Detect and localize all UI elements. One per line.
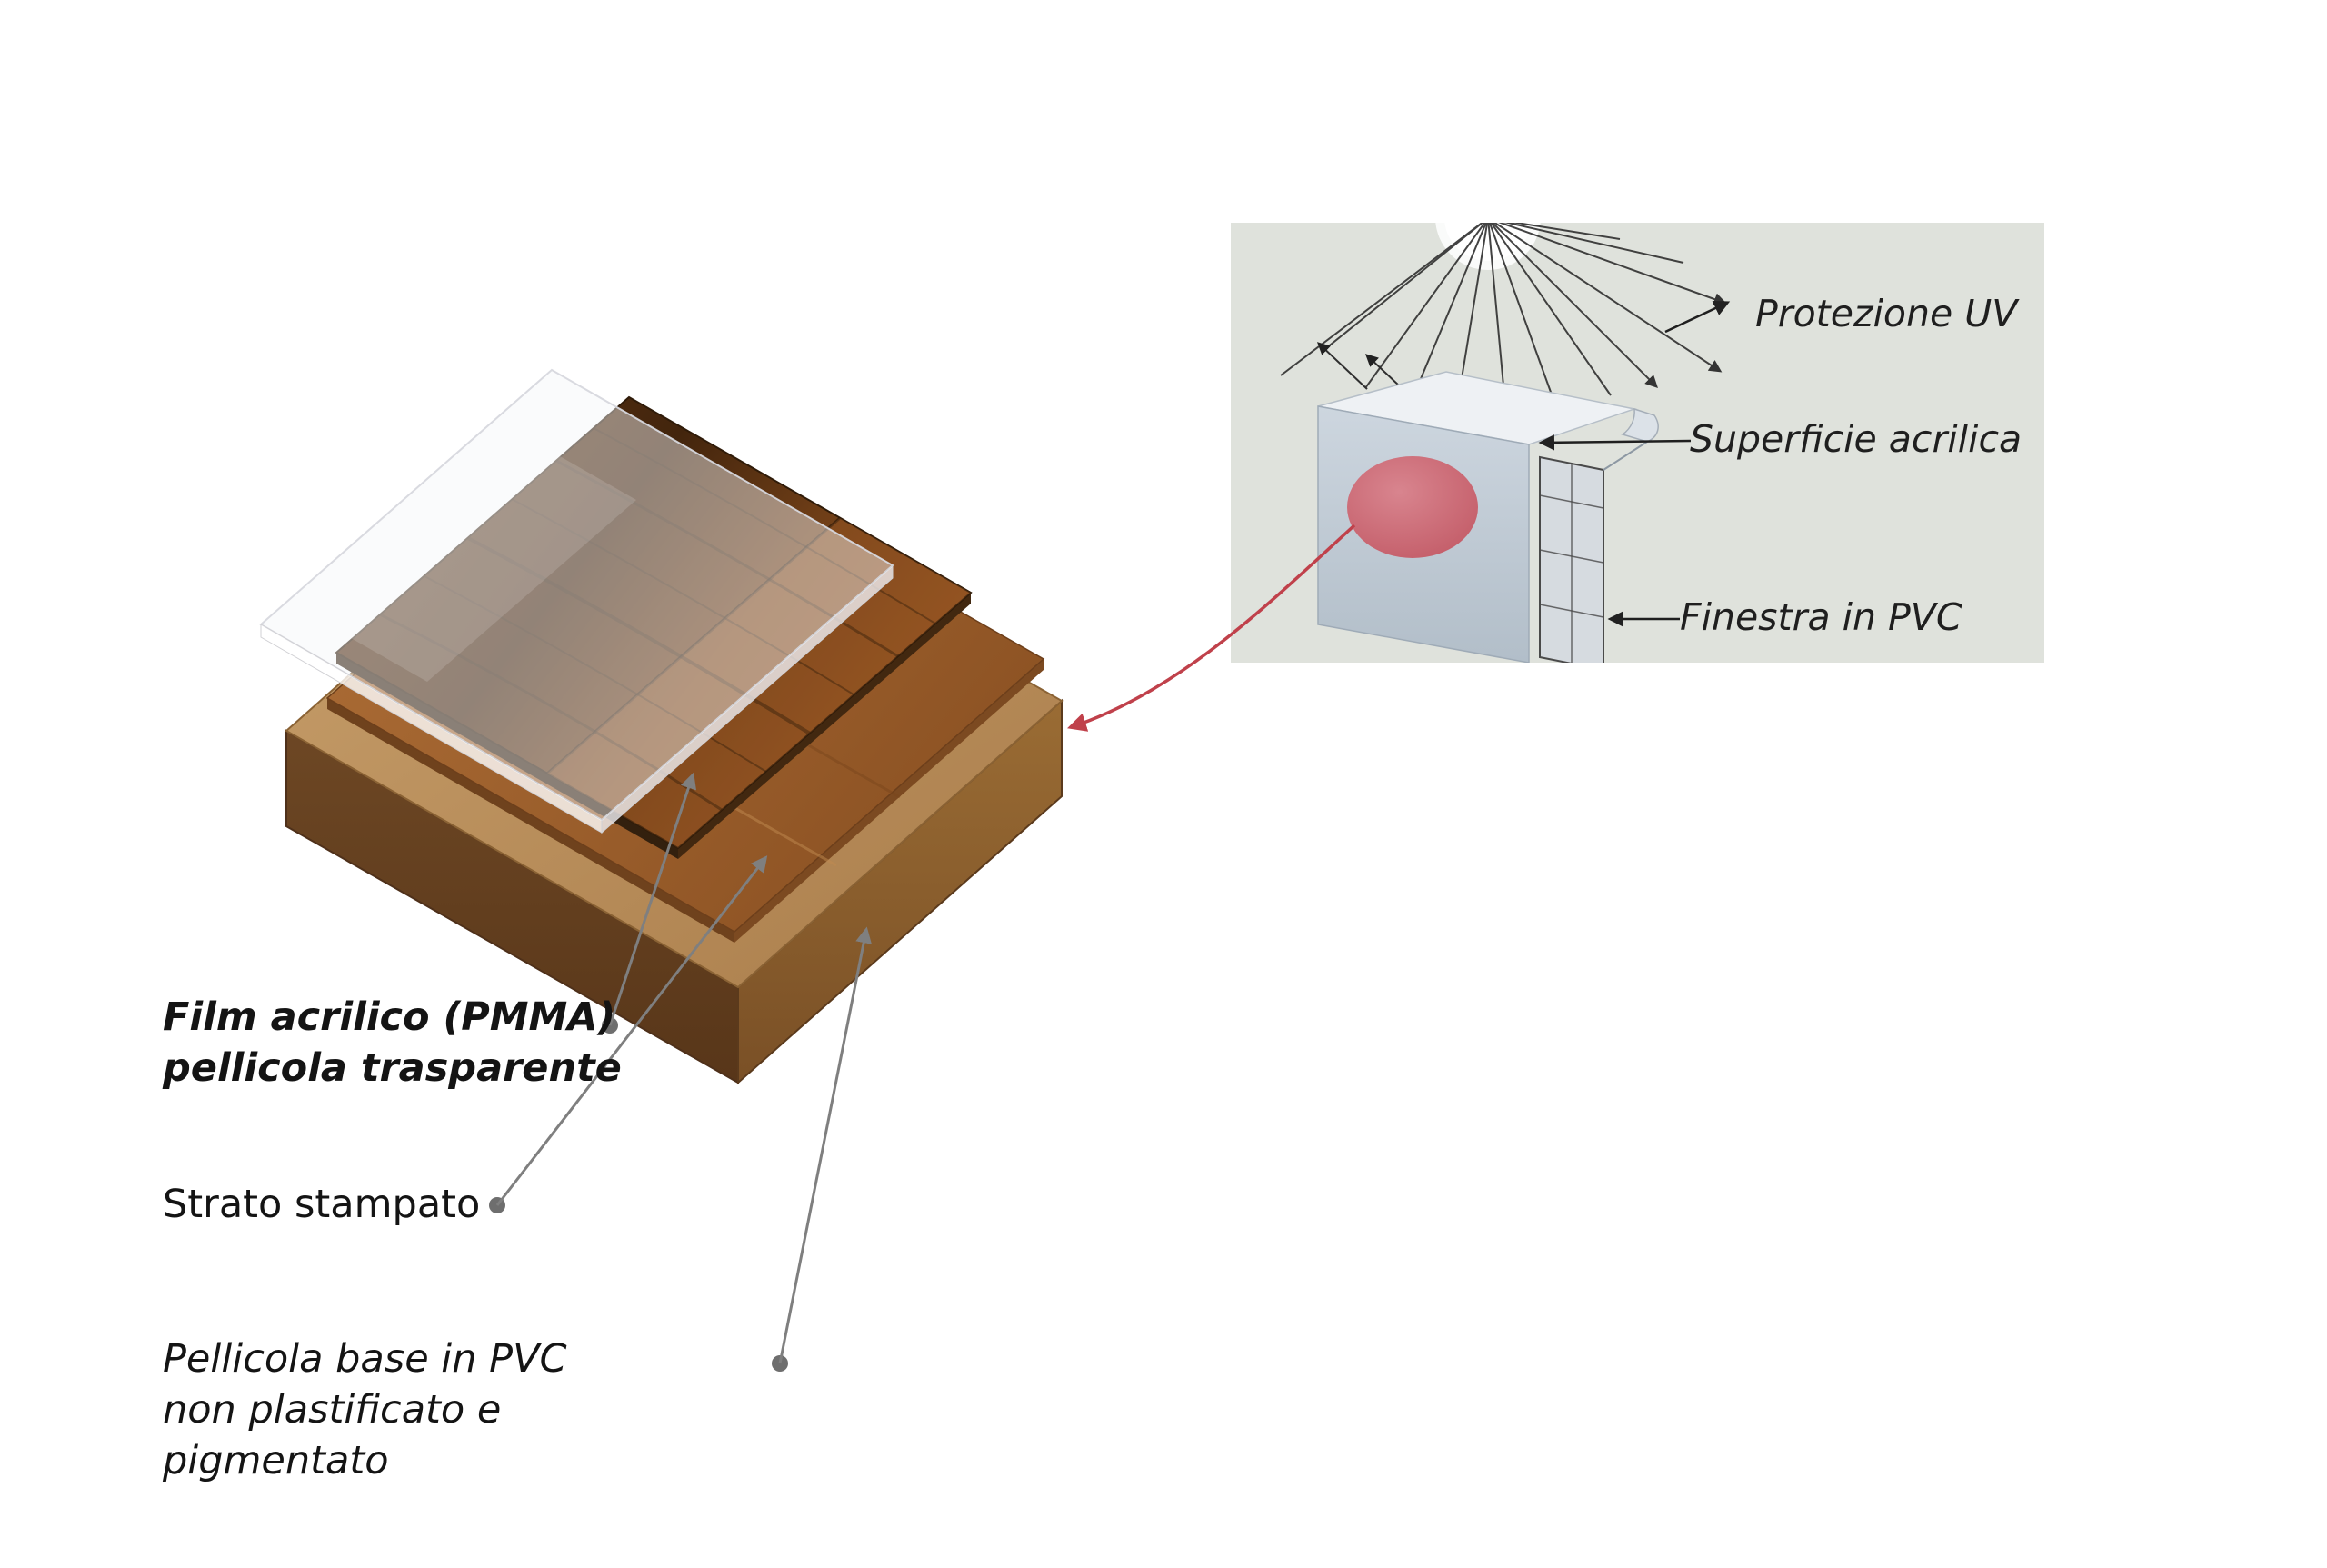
leader-arrow-icon <box>608 772 697 1026</box>
acrylic-film-layer <box>259 368 894 834</box>
acrylic-highlight-ellipse <box>1347 456 1478 558</box>
pvc-cross-section <box>1539 441 1648 663</box>
pellicola-base-label: Pellicola base in PVC non plastificato e… <box>163 1334 567 1487</box>
pellicola-base-line3: pigmentato <box>163 1437 389 1483</box>
protezione-uv-arrow <box>1664 301 1731 334</box>
protezione-uv-label: Protezione UV <box>1755 292 2018 335</box>
pellicola-base-line1: Pellicola base in PVC <box>163 1336 567 1382</box>
superficie-acrilica-label: Superficie acrilica <box>1690 417 2022 461</box>
film-acrilico-label: Film acrilico (PMMA) pellicola trasparen… <box>163 993 622 1094</box>
superficie-acrilica-arrow <box>1538 434 1692 451</box>
film-acrilico-line2: pellicola trasparente <box>163 1044 622 1091</box>
pvc-profile <box>1317 371 1659 663</box>
leader-dot <box>489 1197 505 1213</box>
finestra-pvc-label: Finestra in PVC <box>1680 595 1962 639</box>
layered-film-sample <box>259 368 1064 1085</box>
leader-pellicola-base <box>772 926 873 1372</box>
strato-stampato-label: Strato stampato <box>163 1180 480 1231</box>
film-acrilico-line1: Film acrilico (PMMA) <box>163 994 616 1040</box>
uv-rays <box>1280 223 1727 416</box>
leader-arrow-icon <box>778 926 873 1364</box>
printed-layer <box>325 426 1045 943</box>
pellicola-base-line2: non plastificato e <box>163 1386 502 1433</box>
inset-label-arrows <box>1538 301 1731 627</box>
dark-wood-top-layer <box>335 395 973 859</box>
strato-stampato-line1: Strato stampato <box>163 1182 481 1227</box>
base-board <box>285 443 1064 1085</box>
leader-dot <box>772 1355 788 1372</box>
acrylic-cap-edge <box>1621 407 1659 443</box>
uv-inset-panel: Protezione UV Superficie acrilica Finest… <box>1231 223 2044 663</box>
uv-inset-illustration <box>1280 223 1731 663</box>
